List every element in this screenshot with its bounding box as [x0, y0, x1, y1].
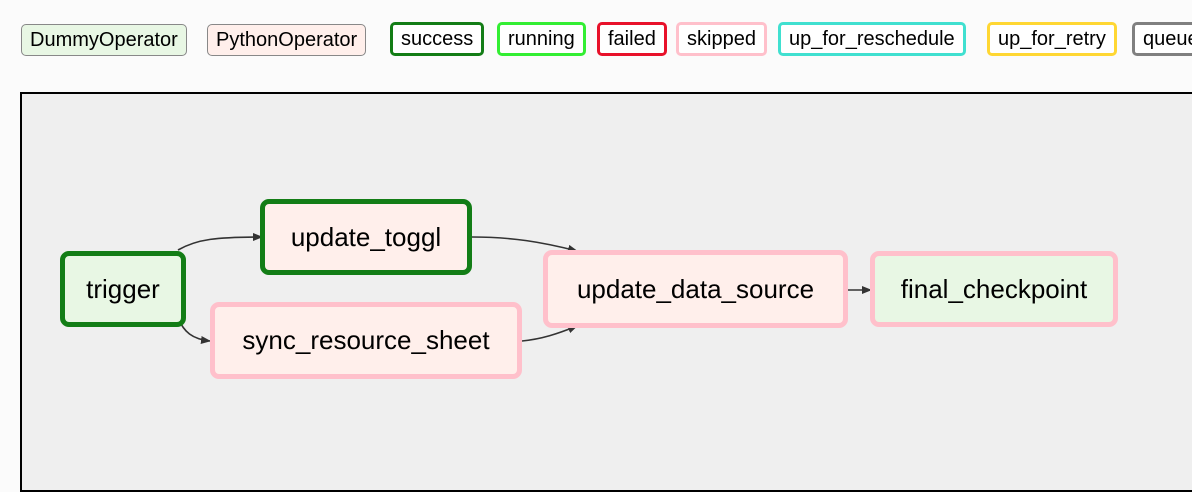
edge-trigger-to-update-toggl — [177, 233, 263, 251]
task-label-update-data-source: update_data_source — [576, 273, 815, 304]
task-label-sync-resource-sheet: sync_resource_sheet — [242, 325, 490, 355]
edge-sync-resource-sheet-to-update-data-source — [521, 325, 578, 342]
task-node-sync-resource-sheet[interactable]: sync_resource_sheet — [210, 302, 522, 379]
task-node-update-toggl[interactable]: update_toggl — [260, 199, 472, 275]
legend-state-up-for-reschedule[interactable]: up_for_reschedule — [778, 22, 966, 56]
legend-state-running[interactable]: running — [497, 22, 586, 56]
task-node-update-data-source[interactable]: update_data_source — [543, 250, 848, 328]
legend: DummyOperator PythonOperator success run… — [21, 22, 1192, 60]
legend-python-operator[interactable]: PythonOperator — [207, 24, 367, 56]
task-node-trigger[interactable]: trigger — [60, 251, 186, 327]
task-label-trigger: trigger — [86, 273, 160, 304]
task-label-final-checkpoint: final_checkpoint — [900, 273, 1088, 304]
legend-state-failed[interactable]: failed — [597, 22, 667, 56]
legend-state-success[interactable]: success — [390, 22, 485, 56]
task-label-update-toggl: update_toggl — [290, 221, 442, 252]
dag-graph-canvas[interactable]: trigger update_toggl sync_resource_sheet… — [20, 92, 1192, 492]
legend-state-queued[interactable]: queued — [1132, 22, 1192, 56]
task-node-final-checkpoint[interactable]: final_checkpoint — [870, 251, 1118, 327]
legend-state-up-for-retry[interactable]: up_for_retry — [987, 22, 1117, 56]
legend-state-skipped[interactable]: skipped — [676, 22, 767, 56]
edge-update-toggl-to-update-data-source — [471, 236, 578, 253]
legend-dummy-operator[interactable]: DummyOperator — [21, 24, 187, 56]
